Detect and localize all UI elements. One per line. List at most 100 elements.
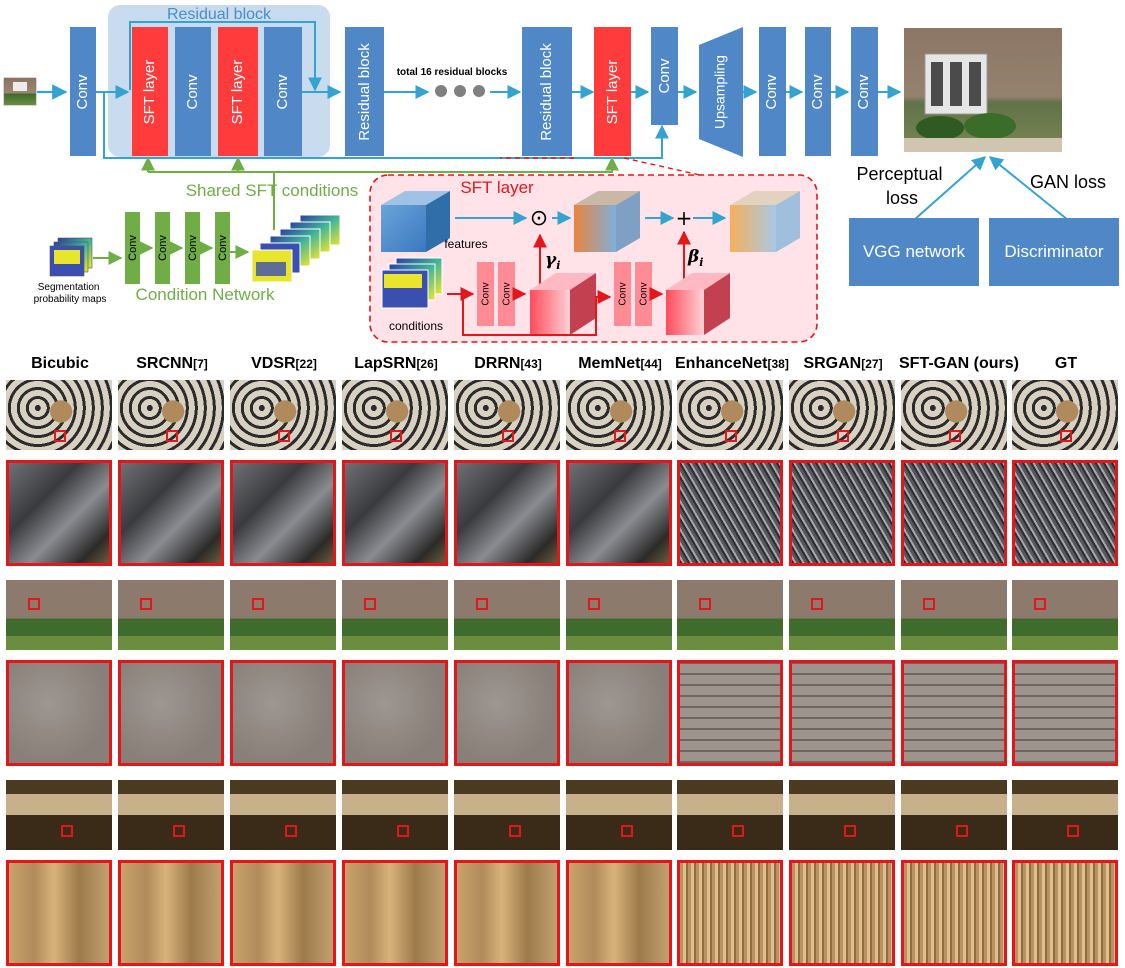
conv-label: Conv <box>127 235 139 261</box>
perceptual-loss-label-line1: Perceptual <box>856 164 942 184</box>
method-header: VDSR[22] <box>228 355 340 373</box>
vgg-network-box: VGG network <box>849 218 979 286</box>
conv-label: Conv <box>481 282 492 305</box>
condition-conv: Conv <box>185 212 200 284</box>
plus-symbol: + <box>676 206 693 230</box>
zoom-region-marker <box>732 825 744 837</box>
discriminator-label: Discriminator <box>1004 242 1104 261</box>
zoom-region-marker <box>1034 598 1046 610</box>
thumbnail-image <box>342 780 448 850</box>
residual-block-title: Residual block <box>167 6 272 23</box>
perceptual-loss-label: Perceptual loss <box>856 164 947 208</box>
conv-label: Conv <box>274 74 291 110</box>
long-skip-arrow <box>103 92 669 159</box>
zoom-region-marker <box>844 825 856 837</box>
intermediate-red-cube <box>530 273 596 335</box>
zoomed-crop <box>230 460 336 566</box>
thumbnail-image <box>566 780 672 850</box>
thumbnail-image <box>1012 380 1118 450</box>
method-header: SRCNN[7] <box>116 355 228 373</box>
zoomed-crop <box>901 460 1007 566</box>
thumbnail-image <box>230 580 336 650</box>
output-image <box>904 28 1062 152</box>
zoom-region-marker <box>837 430 849 442</box>
residual-skip-arrow <box>129 21 322 92</box>
thumbnail-image <box>677 780 783 850</box>
zoomed-crop <box>342 860 448 966</box>
method-header: Bicubic <box>4 355 116 373</box>
output-feature-cube <box>730 191 800 252</box>
thumbnail-image <box>1012 580 1118 650</box>
thumbnail-image <box>901 580 1007 650</box>
sft-layer-block-final: SFT layer <box>594 27 631 156</box>
zoom-region-marker <box>509 825 521 837</box>
thumbnail-image <box>677 580 783 650</box>
zoom-region-marker <box>502 430 514 442</box>
conv-label: Conv <box>855 74 872 110</box>
gamma-label: γi <box>545 250 560 272</box>
zoom-region-marker <box>1060 430 1072 442</box>
zoom-region-marker <box>614 430 626 442</box>
conv-label: Conv <box>656 58 673 94</box>
zoomed-crop <box>342 460 448 566</box>
zoomed-crop <box>789 860 895 966</box>
conv-label: Conv <box>187 235 199 261</box>
zoomed-crop <box>118 660 224 766</box>
zoom-region-marker <box>61 825 73 837</box>
architecture-diagram: Conv Residual block SFT layer Conv SFT l… <box>3 5 1119 343</box>
zoomed-crop <box>6 460 112 566</box>
method-name: EnhanceNet <box>675 355 768 372</box>
zoom-region-marker <box>364 598 376 610</box>
thumbnail-image <box>566 380 672 450</box>
zoomed-crop <box>230 860 336 966</box>
thumbnail-image <box>6 780 112 850</box>
zoomed-crop <box>677 460 783 566</box>
zoomed-crop <box>342 660 448 766</box>
ellipsis-dots <box>435 85 485 97</box>
thumbnail-image <box>901 780 1007 850</box>
method-name: Bicubic <box>31 355 89 372</box>
condition-network-label: Condition Network <box>136 285 275 304</box>
condition-conv: Conv <box>125 212 140 284</box>
method-header: SFT-GAN (ours) <box>899 355 1019 373</box>
zoom-region-marker <box>725 430 737 442</box>
zoomed-crop <box>789 660 895 766</box>
conv-label: Conv <box>809 74 826 110</box>
sft-layer-label: SFT layer <box>141 60 158 125</box>
conv-block: Conv <box>759 27 786 156</box>
conv-label: Conv <box>74 74 91 110</box>
conv-label: Conv <box>639 282 650 305</box>
gan-loss-label: GAN loss <box>1030 172 1106 192</box>
zoomed-crop <box>6 660 112 766</box>
method-name: VDSR <box>251 355 296 372</box>
zoomed-crop <box>901 660 1007 766</box>
residual-block-label: Residual block <box>538 43 555 141</box>
input-image <box>3 77 37 106</box>
zoom-region-marker <box>173 825 185 837</box>
zoom-region-marker <box>621 825 633 837</box>
zoom-region-marker <box>252 598 264 610</box>
residual-block: Residual block <box>345 27 384 156</box>
thumbnail-image <box>118 580 224 650</box>
segmentation-label-line1: Segmentation <box>38 282 100 293</box>
segmentation-maps <box>49 237 93 277</box>
beta-symbol: β <box>687 247 699 267</box>
zoom-region-marker <box>699 598 711 610</box>
method-name: SFT-GAN (ours) <box>899 355 1019 372</box>
condition-conv: Conv <box>215 212 230 284</box>
zoom-region-marker <box>390 430 402 442</box>
method-header: EnhanceNet[38] <box>675 355 789 373</box>
thumbnail-image <box>789 580 895 650</box>
segmentation-label-line2: probability maps <box>34 294 107 305</box>
thumbnail-image <box>901 380 1007 450</box>
sft-layer-block: SFT layer <box>132 27 168 156</box>
zoom-region-marker <box>28 598 40 610</box>
features-label: features <box>444 237 487 251</box>
thumbnail-image <box>454 780 560 850</box>
conv-label: Conv <box>184 74 201 110</box>
method-name: GT <box>1054 355 1078 372</box>
sft-conv-small: Conv <box>477 262 494 326</box>
conv-block: Conv <box>805 27 831 156</box>
conv-block: Conv <box>651 27 678 125</box>
